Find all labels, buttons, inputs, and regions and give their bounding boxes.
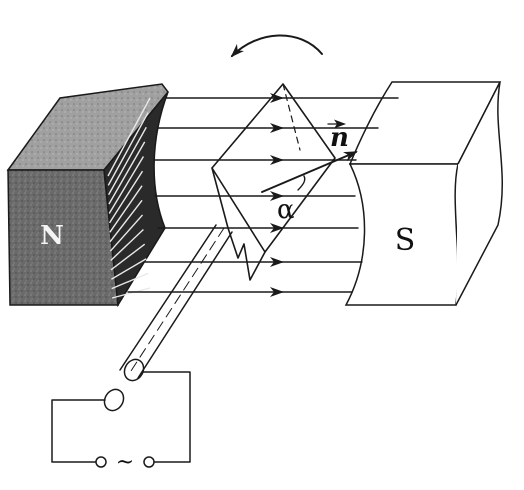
angle-label: α [277, 195, 295, 225]
north-magnet: N [6, 83, 169, 308]
south-magnet-front-face [344, 163, 459, 306]
terminal-right [143, 456, 155, 468]
pole-stripe [107, 97, 151, 177]
south-magnet: S [344, 81, 503, 306]
pole-stripe [108, 126, 147, 196]
pole-stripe [110, 229, 144, 261]
pole-stripe [111, 272, 149, 290]
slip-ring-lower [103, 388, 125, 412]
south-magnet-right-face [455, 81, 503, 306]
angle-arc [297, 175, 306, 191]
terminal-left [95, 456, 107, 468]
ac-source-label: ~ [116, 450, 134, 475]
frame-plane [211, 83, 336, 253]
slip-ring-upper [123, 358, 145, 382]
pole-stripe [108, 141, 146, 205]
pole-stripe [109, 185, 143, 233]
pole-stripe [111, 258, 147, 280]
normal-vector-group: n α [261, 119, 358, 225]
pole-stripe [108, 170, 144, 224]
north-pole-stripes [107, 97, 151, 299]
frame-edge-dashed [282, 83, 301, 151]
pole-stripe [109, 214, 144, 252]
normal-vector-icon [261, 151, 358, 193]
pole-stripe [109, 199, 143, 243]
slip-rings [103, 358, 145, 412]
pole-stripe [108, 156, 145, 214]
pole-stripe [110, 243, 146, 271]
rotating-frame [211, 83, 336, 281]
south-pole-label: S [395, 223, 416, 258]
external-circuit: ~ [51, 371, 191, 475]
pole-stripe [107, 112, 149, 186]
magnetic-field-lines [127, 93, 399, 297]
frame-wire-loop [211, 167, 266, 281]
pole-stripe [111, 287, 151, 299]
north-pole-label: N [40, 221, 64, 251]
shaft [119, 224, 233, 379]
normal-vector-label: n [330, 123, 349, 153]
rotation-arrow-icon [230, 34, 323, 58]
